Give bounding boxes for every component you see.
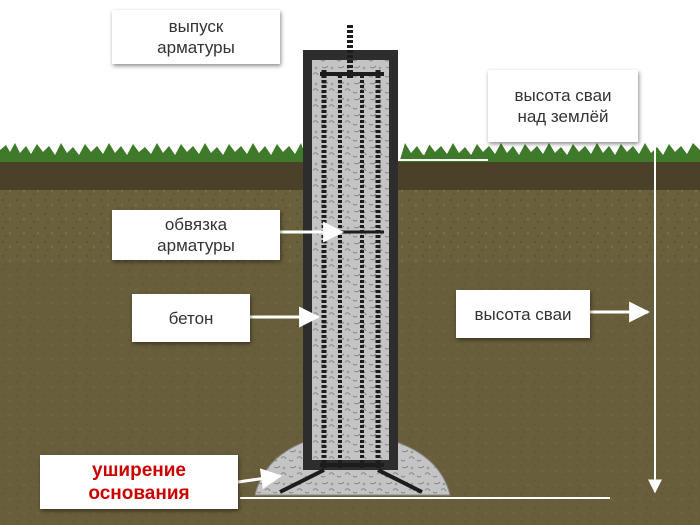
pile-height-label: высота сваи bbox=[456, 290, 590, 338]
label-arrows bbox=[237, 26, 651, 490]
rebar-outlet-label: выпуск арматуры bbox=[112, 10, 280, 64]
rebar-cage bbox=[279, 70, 423, 494]
pile-height-above-ground-label: высота сваи над землёй bbox=[488, 70, 638, 142]
grass-strip bbox=[0, 143, 700, 162]
dimension-lines bbox=[240, 51, 680, 499]
concrete-label: бетон bbox=[132, 294, 250, 342]
base-widening-label: уширение основания bbox=[40, 455, 238, 509]
rebar-tie-label: обвязка арматуры bbox=[112, 210, 280, 260]
